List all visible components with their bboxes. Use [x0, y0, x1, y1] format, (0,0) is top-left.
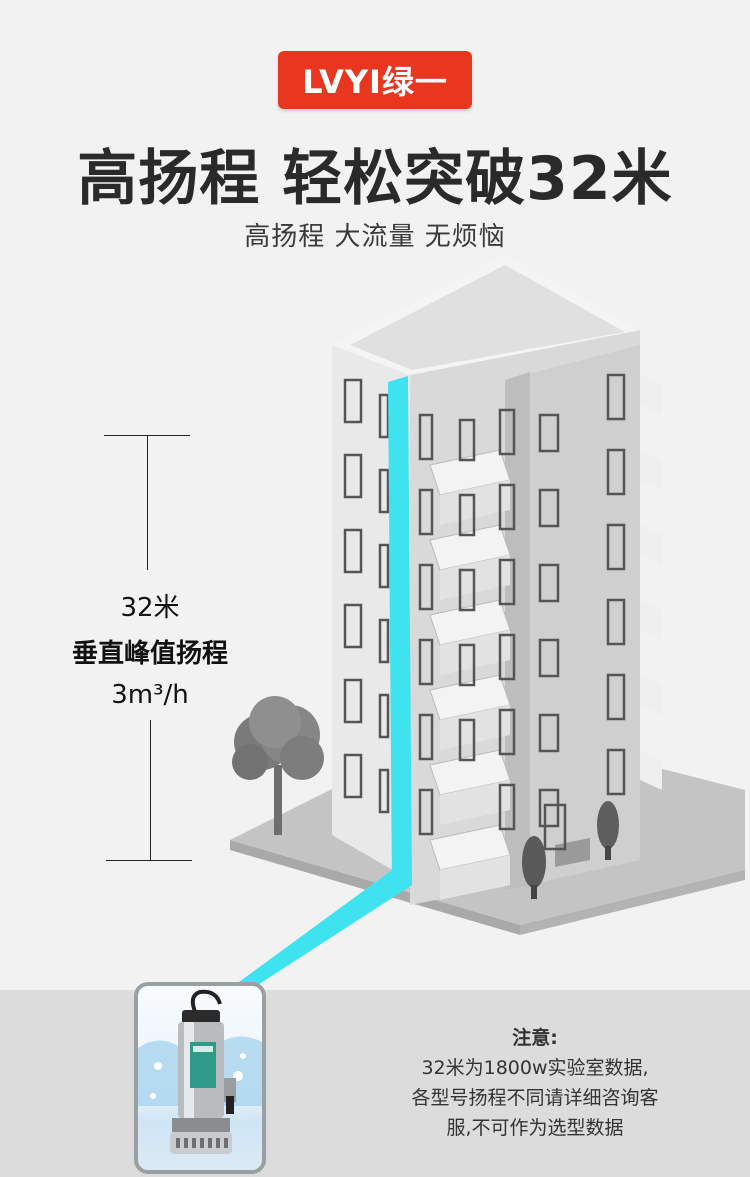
brand-logo-text: LVYI绿一	[302, 63, 448, 101]
note-title: 注意:	[512, 1027, 558, 1049]
subheadline: 高扬程 大流量 无烦恼	[244, 222, 506, 252]
shrub-icon	[522, 801, 619, 899]
note-line: 32米为1800w实验室数据,	[421, 1057, 649, 1079]
disclaimer-note: 注意: 32米为1800w实验室数据, 各型号扬程不同请详细咨询客 服,不可作为…	[360, 1023, 710, 1143]
note-line: 各型号扬程不同请详细咨询客	[411, 1087, 659, 1109]
head-label: 垂直峰值扬程	[71, 639, 228, 669]
tree-icon	[232, 696, 324, 835]
water-pipe	[228, 376, 412, 990]
building-illustration	[228, 255, 745, 990]
bottom-band	[0, 990, 750, 1177]
brand-logo: LVYI绿一	[278, 51, 472, 109]
note-line: 服,不可作为选型数据	[446, 1117, 624, 1139]
headline: 高扬程 轻松突破32米	[77, 144, 673, 214]
window-grid-left	[343, 378, 390, 814]
submersible-pump-icon	[138, 989, 262, 1154]
flow-value: 3m³/h	[111, 680, 189, 710]
measure-lower-line	[150, 720, 151, 860]
head-value: 32米	[120, 593, 180, 623]
measure-upper-line	[147, 435, 148, 570]
measure-bottom-tick	[106, 860, 192, 861]
pump-image-card	[134, 982, 266, 1174]
window-grid-front	[418, 373, 626, 836]
